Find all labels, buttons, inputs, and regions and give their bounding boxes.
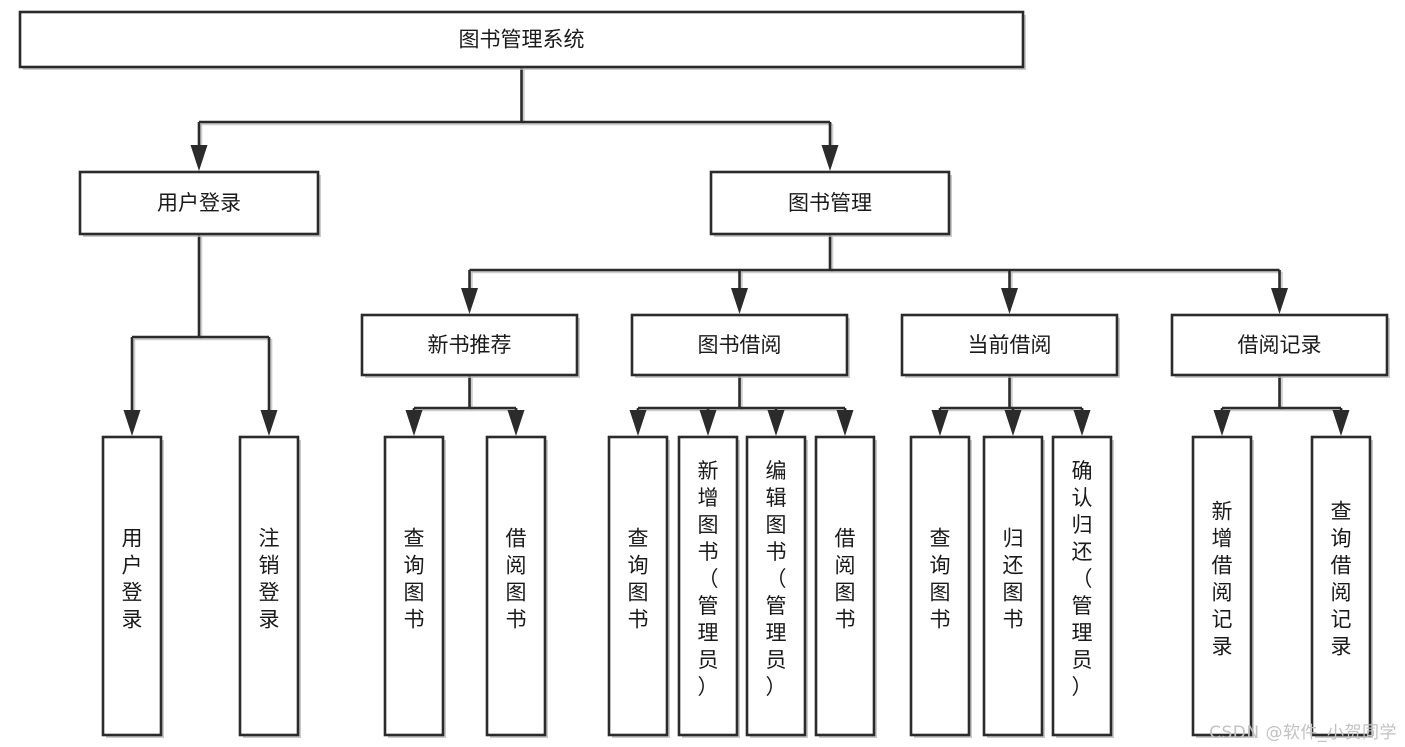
node-box[interactable] <box>630 313 849 377</box>
node-new-book-recommend[interactable]: 新书推荐 <box>360 313 580 378</box>
node-leaf-query-record[interactable]: 查询借阅记录 <box>1310 435 1373 738</box>
arrow-head-icon <box>1004 410 1022 436</box>
node-box[interactable] <box>1310 435 1372 737</box>
arrow-head-icon <box>1073 410 1091 436</box>
node-box[interactable] <box>1051 435 1113 737</box>
node-root[interactable]: 图书管理系统 <box>18 10 1026 70</box>
node-box[interactable] <box>1191 435 1253 737</box>
connector-group-new-book-recommend <box>405 375 525 436</box>
node-label: 图书管理系统 <box>459 28 585 52</box>
node-leaf-query-book-3[interactable]: 查询图书 <box>909 435 972 738</box>
node-box[interactable] <box>607 435 669 737</box>
node-box[interactable] <box>18 10 1025 69</box>
node-label: 借阅图书 <box>506 527 527 632</box>
arrow-head-icon <box>1271 288 1288 314</box>
node-leaf-query-book-1[interactable]: 查询图书 <box>383 435 446 738</box>
node-book-manage[interactable]: 图书管理 <box>709 170 952 237</box>
node-layer: 图书管理系统用户登录图书管理新书推荐图书借阅当前借阅借阅记录用户登录注销登录查询… <box>18 10 1390 738</box>
arrow-head-icon <box>731 288 748 314</box>
node-label: 注销登录 <box>259 527 280 632</box>
node-box[interactable] <box>360 313 579 377</box>
connector-group-current-borrow <box>931 375 1091 436</box>
node-label: 借阅图书 <box>835 527 856 632</box>
node-leaf-borrow-book-1[interactable]: 借阅图书 <box>485 435 548 738</box>
node-box[interactable] <box>709 170 951 236</box>
node-box[interactable] <box>745 435 807 737</box>
node-box[interactable] <box>101 435 163 737</box>
node-box[interactable] <box>982 435 1044 737</box>
node-label: 图书管理 <box>788 191 872 215</box>
node-label: 查询借阅记录 <box>1331 500 1352 659</box>
arrow-head-icon <box>1001 288 1018 314</box>
arrow-head-icon <box>767 410 785 436</box>
arrow-head-icon <box>405 410 423 436</box>
arrow-head-icon <box>699 410 717 436</box>
connector-group-book-borrow <box>629 375 854 436</box>
node-box[interactable] <box>78 170 320 236</box>
arrow-head-icon <box>190 145 208 171</box>
node-box[interactable] <box>383 435 445 737</box>
node-label: 用户登录 <box>157 191 241 215</box>
node-leaf-edit-book[interactable]: 编辑图书（管理员） <box>745 435 808 738</box>
node-box[interactable] <box>1170 313 1389 377</box>
node-leaf-confirm-return[interactable]: 确认归还（管理员） <box>1051 435 1114 738</box>
node-label: 查询图书 <box>930 527 951 632</box>
node-label: 借阅记录 <box>1238 333 1322 357</box>
connector-group-user-login <box>123 234 278 436</box>
node-book-borrow[interactable]: 图书借阅 <box>630 313 850 378</box>
node-box[interactable] <box>900 313 1119 377</box>
watermark-text: CSDN @软件_小贺同学 <box>1209 723 1397 743</box>
node-label: 编辑图书（管理员） <box>766 459 787 699</box>
connector-group-root <box>190 67 839 171</box>
connector-layer <box>123 67 1350 436</box>
node-box[interactable] <box>909 435 971 737</box>
arrow-head-icon <box>821 145 839 171</box>
arrow-head-icon <box>507 410 525 436</box>
node-box[interactable] <box>814 435 876 737</box>
arrow-head-icon <box>931 410 949 436</box>
node-leaf-return-book[interactable]: 归还图书 <box>982 435 1045 738</box>
arrow-head-icon <box>836 410 854 436</box>
node-leaf-query-book-2[interactable]: 查询图书 <box>607 435 670 738</box>
node-label: 归还图书 <box>1003 527 1024 632</box>
node-label: 新增图书（管理员） <box>698 459 719 699</box>
node-borrow-record[interactable]: 借阅记录 <box>1170 313 1390 378</box>
node-leaf-borrow-book-2[interactable]: 借阅图书 <box>814 435 877 738</box>
node-user-login[interactable]: 用户登录 <box>78 170 321 237</box>
node-box[interactable] <box>485 435 547 737</box>
node-leaf-add-record[interactable]: 新增借阅记录 <box>1191 435 1254 738</box>
node-label: 当前借阅 <box>968 333 1052 357</box>
node-label: 查询图书 <box>628 527 649 632</box>
node-label: 确认归还（管理员） <box>1072 459 1093 699</box>
node-label: 查询图书 <box>404 527 425 632</box>
node-label: 新增借阅记录 <box>1212 500 1233 659</box>
arrow-head-icon <box>461 288 478 314</box>
arrow-head-icon <box>123 410 141 436</box>
connector-group-book-manage <box>461 234 1288 314</box>
arrow-head-icon <box>1332 410 1350 436</box>
arrow-head-icon <box>629 410 647 436</box>
node-label: 图书借阅 <box>698 333 782 357</box>
node-box[interactable] <box>238 435 300 737</box>
node-label: 新书推荐 <box>428 333 512 357</box>
node-current-borrow[interactable]: 当前借阅 <box>900 313 1120 378</box>
arrow-head-icon <box>1213 410 1231 436</box>
node-leaf-add-book[interactable]: 新增图书（管理员） <box>677 435 740 738</box>
node-label: 用户登录 <box>122 527 143 632</box>
node-box[interactable] <box>677 435 739 737</box>
node-leaf-user-login[interactable]: 用户登录 <box>101 435 164 738</box>
connector-group-borrow-record <box>1213 375 1350 436</box>
node-leaf-logout[interactable]: 注销登录 <box>238 435 301 738</box>
arrow-head-icon <box>260 410 278 436</box>
